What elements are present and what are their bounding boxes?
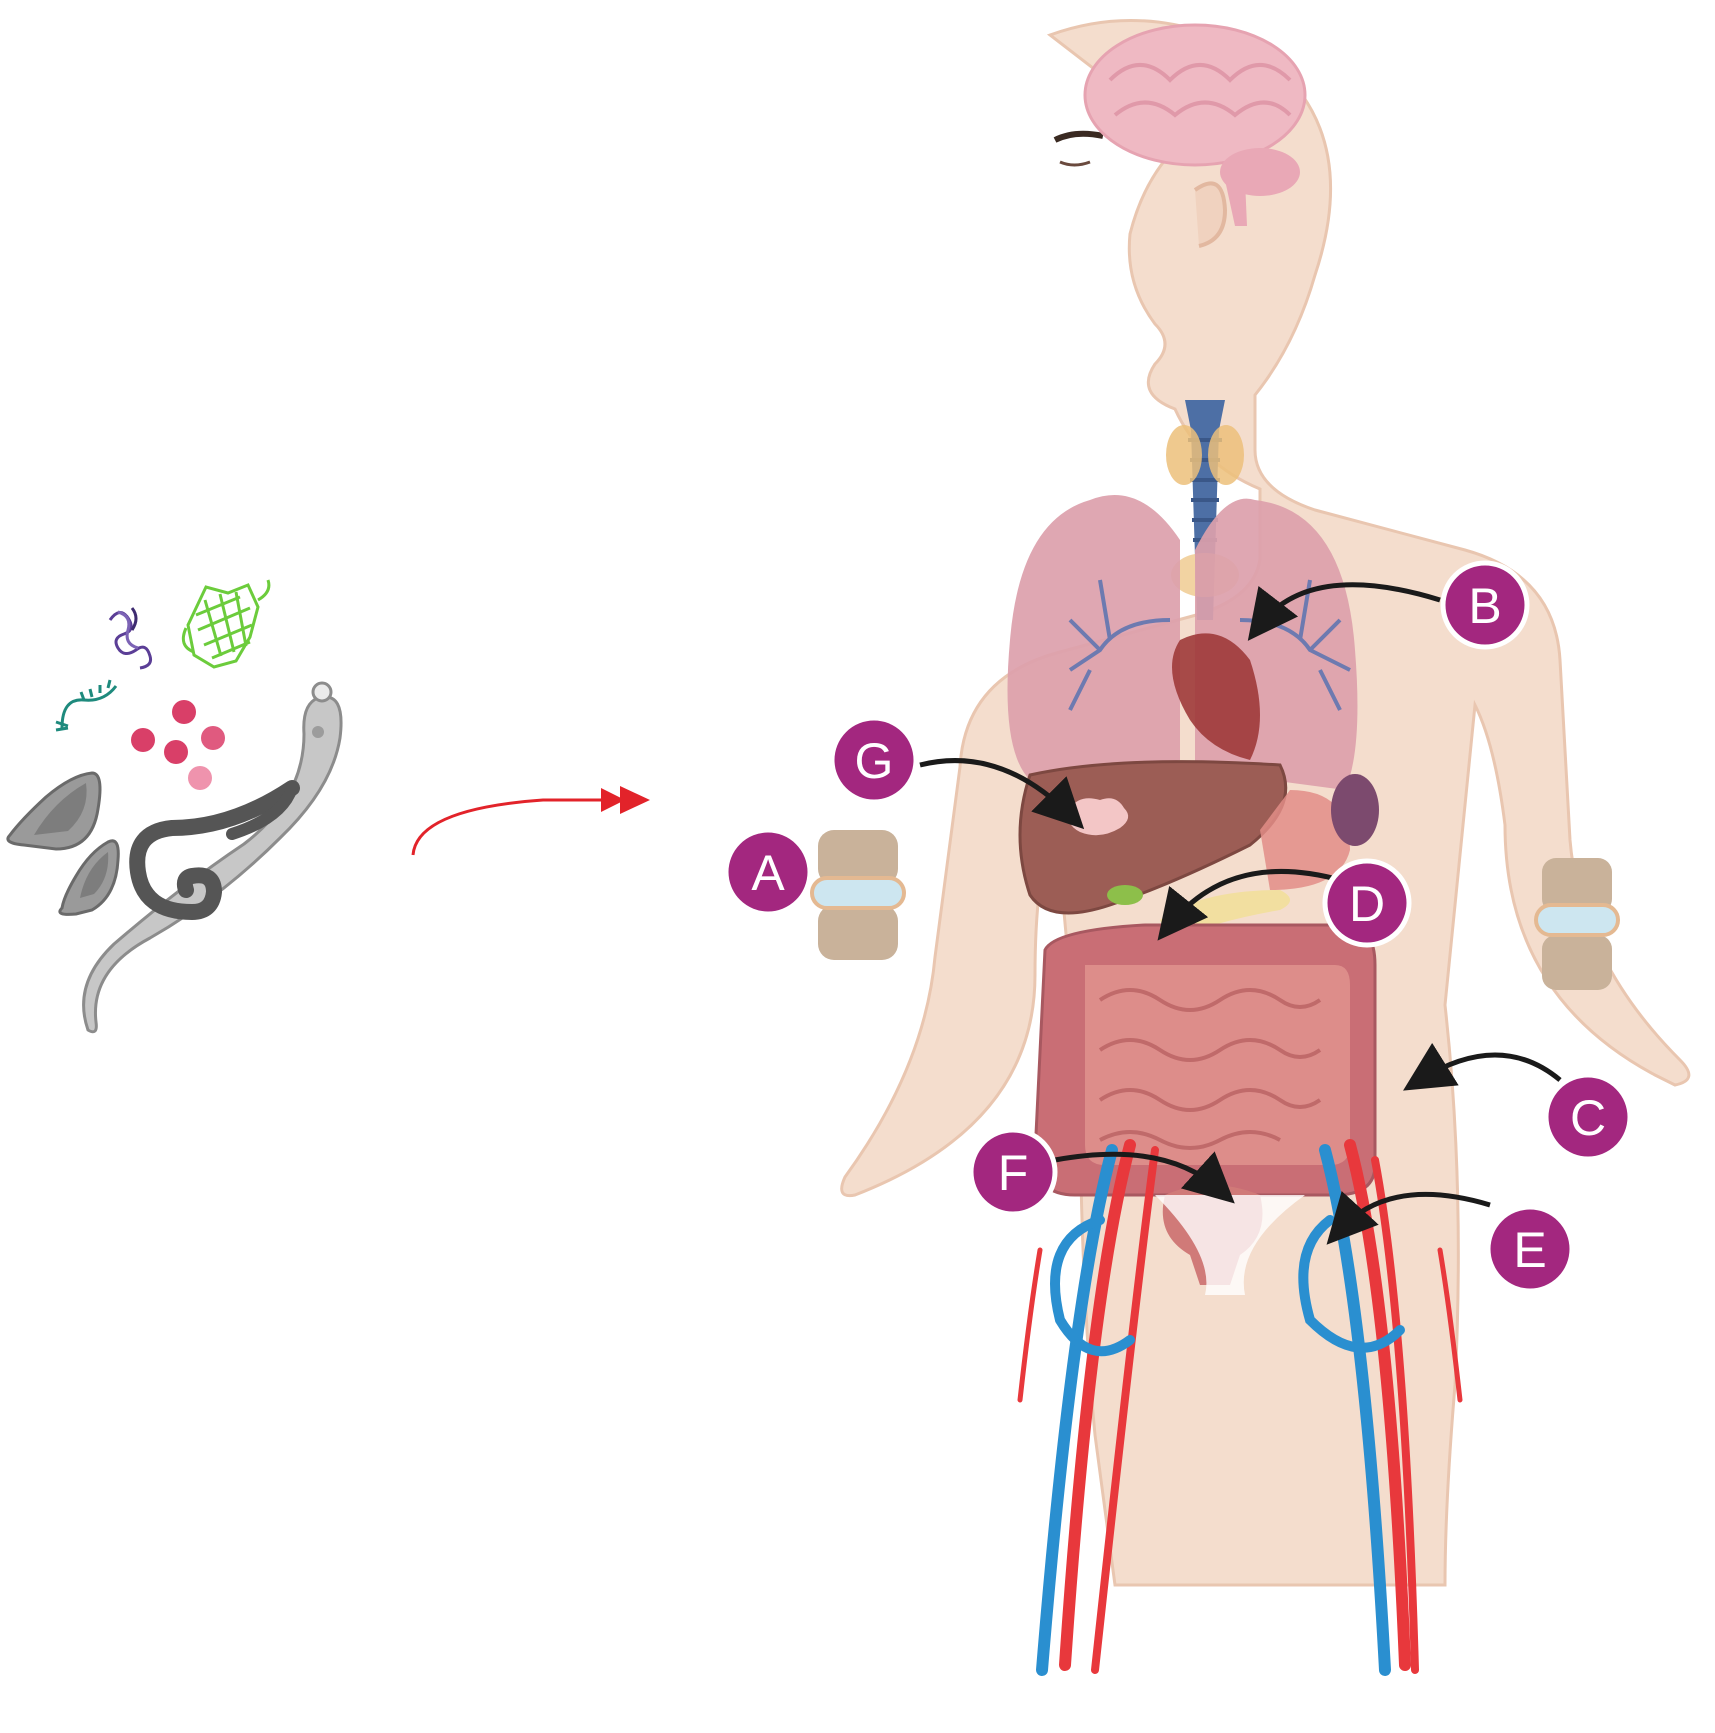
infection-arrow-head — [620, 786, 650, 814]
stomach — [1260, 790, 1350, 890]
egg-cluster-icon — [131, 700, 225, 790]
gallbladder — [1107, 885, 1143, 905]
label-c[interactable]: C — [1543, 1072, 1633, 1162]
intestines — [1033, 923, 1377, 1197]
pointer-d — [1157, 868, 1341, 941]
pointer-e — [1326, 1190, 1491, 1245]
label-b[interactable]: B — [1440, 560, 1530, 650]
brain — [1083, 23, 1307, 226]
pointer-f — [1054, 1151, 1235, 1204]
parasite-group — [6, 579, 343, 1034]
label-d[interactable]: D — [1322, 858, 1412, 948]
human-body — [810, 18, 1691, 1676]
spleen — [1331, 774, 1379, 846]
label-d-text: D — [1349, 876, 1385, 932]
pointer-c — [1403, 1042, 1562, 1091]
label-e-text: E — [1513, 1222, 1546, 1278]
infection-arrow — [411, 788, 625, 856]
label-g-text: G — [855, 733, 894, 789]
pointer-b — [1247, 582, 1441, 641]
label-f-text: F — [998, 1145, 1029, 1201]
pelvis — [1155, 1195, 1305, 1295]
closed-eye — [1059, 160, 1091, 167]
elbow-joint-right — [1534, 858, 1620, 990]
adult-worm-icon — [82, 681, 343, 1034]
label-e[interactable]: E — [1485, 1204, 1575, 1294]
pointer-arrows — [919, 582, 1562, 1245]
elbow-joint-left — [810, 830, 906, 960]
label-a-text: A — [751, 845, 785, 901]
eyebrow — [1053, 130, 1104, 143]
ear — [1193, 181, 1228, 248]
label-g[interactable]: G — [829, 715, 919, 805]
protein-ribbon-icon — [108, 607, 152, 670]
beta-barrel-protein-icon — [181, 579, 271, 669]
rna-strand-icon — [55, 679, 118, 732]
label-c-text: C — [1570, 1090, 1606, 1146]
pointer-g — [919, 758, 1085, 830]
label-a[interactable]: A — [723, 827, 813, 917]
heart — [1172, 633, 1260, 760]
larva-icon — [6, 771, 120, 916]
label-b-text: B — [1468, 578, 1501, 634]
label-f[interactable]: F — [968, 1127, 1058, 1217]
